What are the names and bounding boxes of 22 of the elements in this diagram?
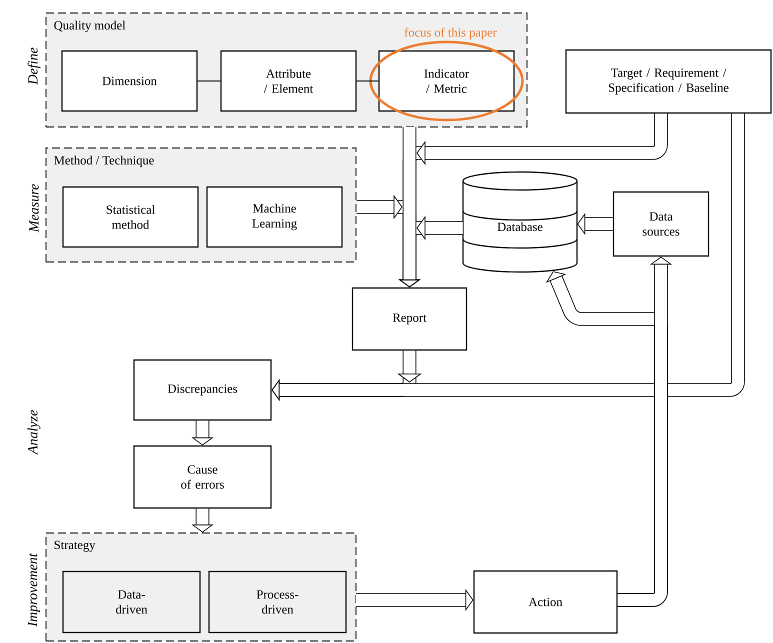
process-box: Data sources [612, 191, 710, 257]
process-box: Indicator / Metric [378, 50, 515, 112]
process-box: Attribute / Element [220, 50, 357, 112]
connector-line [197, 80, 221, 82]
process-box: Statistical method [62, 186, 199, 248]
process-box: Process-driven [208, 570, 347, 634]
process-box: Data-driven [62, 570, 201, 634]
process-box: Machine Learning [206, 186, 343, 248]
connector-line [356, 80, 379, 82]
process-box: Action [473, 570, 618, 634]
phase-label: Improvement [28, 553, 40, 627]
phase-label: Define [28, 48, 40, 85]
process-box: Discrepancies [133, 359, 272, 421]
process-box: Cause of errors [133, 445, 272, 509]
phase-label: Analyze [28, 410, 40, 455]
process-box: Dimension [61, 50, 198, 112]
phase-label: Measure [29, 184, 39, 232]
database-cylinder: Database [462, 171, 578, 273]
hollow-arrow [272, 114, 745, 402]
process-box: Target / Requirement / Specification / Baseline [565, 49, 772, 114]
process-box: Report [352, 287, 468, 351]
annotation-text: focus of this paper [404, 28, 497, 40]
